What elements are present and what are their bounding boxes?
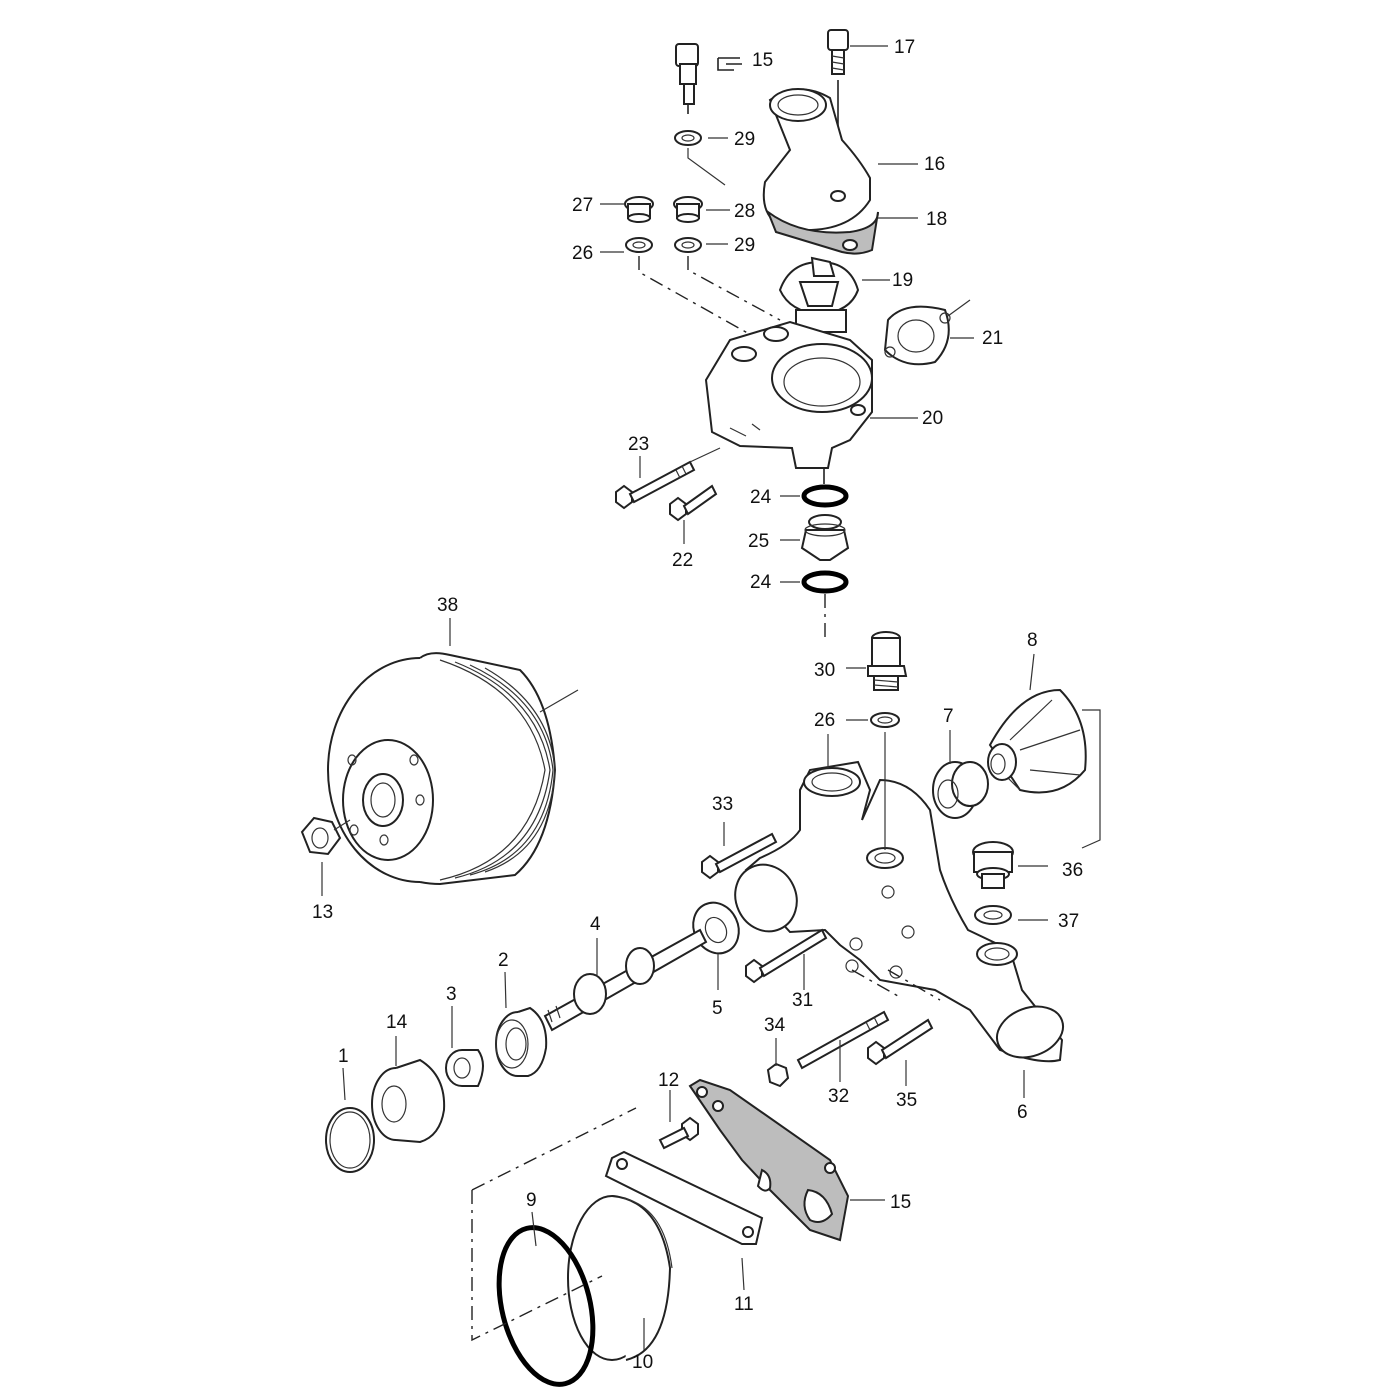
plug-27 [624,196,654,223]
callout-24-lower: 24 [750,572,772,593]
leader-lines [321,45,1048,1350]
callout-1: 1 [338,1046,349,1067]
callout-7: 7 [943,706,954,727]
cover-10 [567,1195,673,1361]
plug-36 [972,841,1014,889]
callout-6: 6 [1017,1102,1028,1123]
circlip-1 [325,1107,375,1173]
callout-14: 14 [386,1012,408,1033]
washer-26-top [625,237,653,253]
bolt-22 [669,484,718,522]
callout-29-top: 29 [734,129,755,150]
temperature-sensor [675,43,699,114]
bolt-12 [658,1116,699,1150]
washer-29-top [674,130,702,146]
callout-2: 2 [498,950,509,971]
callout-12: 12 [658,1070,679,1091]
gasket-18 [765,209,879,255]
pump-housing-6 [734,760,1064,1063]
pulley-38 [327,652,557,886]
callout-35: 35 [896,1090,917,1111]
shaft-4 [543,928,708,1032]
callout-24-upper: 24 [750,487,772,508]
bolt-31 [745,928,828,984]
callout-15-gasket: 15 [890,1192,911,1213]
bolt-35 [867,1018,934,1066]
callout-27: 27 [572,195,593,216]
thermostat-19 [778,256,860,333]
fitting-30 [867,631,908,691]
bearing-14 [371,1058,446,1144]
callout-38: 38 [437,595,458,616]
callout-labels: 1 2 3 4 5 6 7 8 9 10 11 12 13 14 15 15 1… [312,37,1083,1373]
callout-18: 18 [926,209,947,230]
washer-29-middle [674,237,702,253]
callout-9: 9 [526,1190,537,1211]
callout-33: 33 [712,794,733,815]
adapter-25 [800,514,850,561]
callout-29-middle: 29 [734,235,755,256]
impeller-8 [987,688,1087,794]
callout-34: 34 [764,1015,786,1036]
o-ring-24-upper [801,484,849,508]
callout-4: 4 [590,914,601,935]
callout-5: 5 [712,998,723,1019]
bearing-2 [495,1006,548,1077]
plug-28 [673,196,703,223]
gasket-15 [688,1078,850,1242]
callout-37: 37 [1058,911,1079,932]
gasket-21 [883,305,951,366]
callout-13: 13 [312,902,333,923]
callout-20: 20 [922,408,943,429]
callout-26-lower: 26 [814,710,835,731]
callout-32: 32 [828,1086,849,1107]
pointing-hand-icon [717,57,742,71]
callout-31: 31 [792,990,813,1011]
bolt-23 [615,460,696,510]
callout-8: 8 [1027,630,1038,651]
callout-21: 21 [982,328,1003,349]
callout-11: 11 [734,1294,754,1315]
nut-13 [300,816,342,856]
callout-23: 23 [628,434,649,455]
callout-28: 28 [734,201,755,222]
bolt-17 [827,29,849,75]
o-ring-9 [496,1225,596,1387]
washer-37 [974,905,1012,925]
o-ring-24-lower [801,570,849,594]
callout-30: 30 [814,660,835,681]
plate-11 [604,1150,764,1245]
seal-7 [932,761,989,819]
callout-19: 19 [892,270,913,291]
spacer-3 [445,1049,484,1087]
washer-26-lower [870,712,900,728]
bolt-33 [701,832,778,880]
callout-26-top: 26 [572,243,593,264]
callout-17: 17 [894,37,915,58]
stud-32 [796,1010,890,1070]
outlet-elbow-16 [762,88,871,232]
thermostat-housing-20 [704,320,873,469]
callout-10: 10 [632,1352,653,1373]
callout-25: 25 [748,531,769,552]
nut-34 [766,1062,790,1088]
callout-22: 22 [672,550,693,571]
callout-3: 3 [446,984,457,1005]
callout-36: 36 [1062,860,1083,881]
callout-16: 16 [924,154,945,175]
callout-15-top: 15 [752,50,773,71]
